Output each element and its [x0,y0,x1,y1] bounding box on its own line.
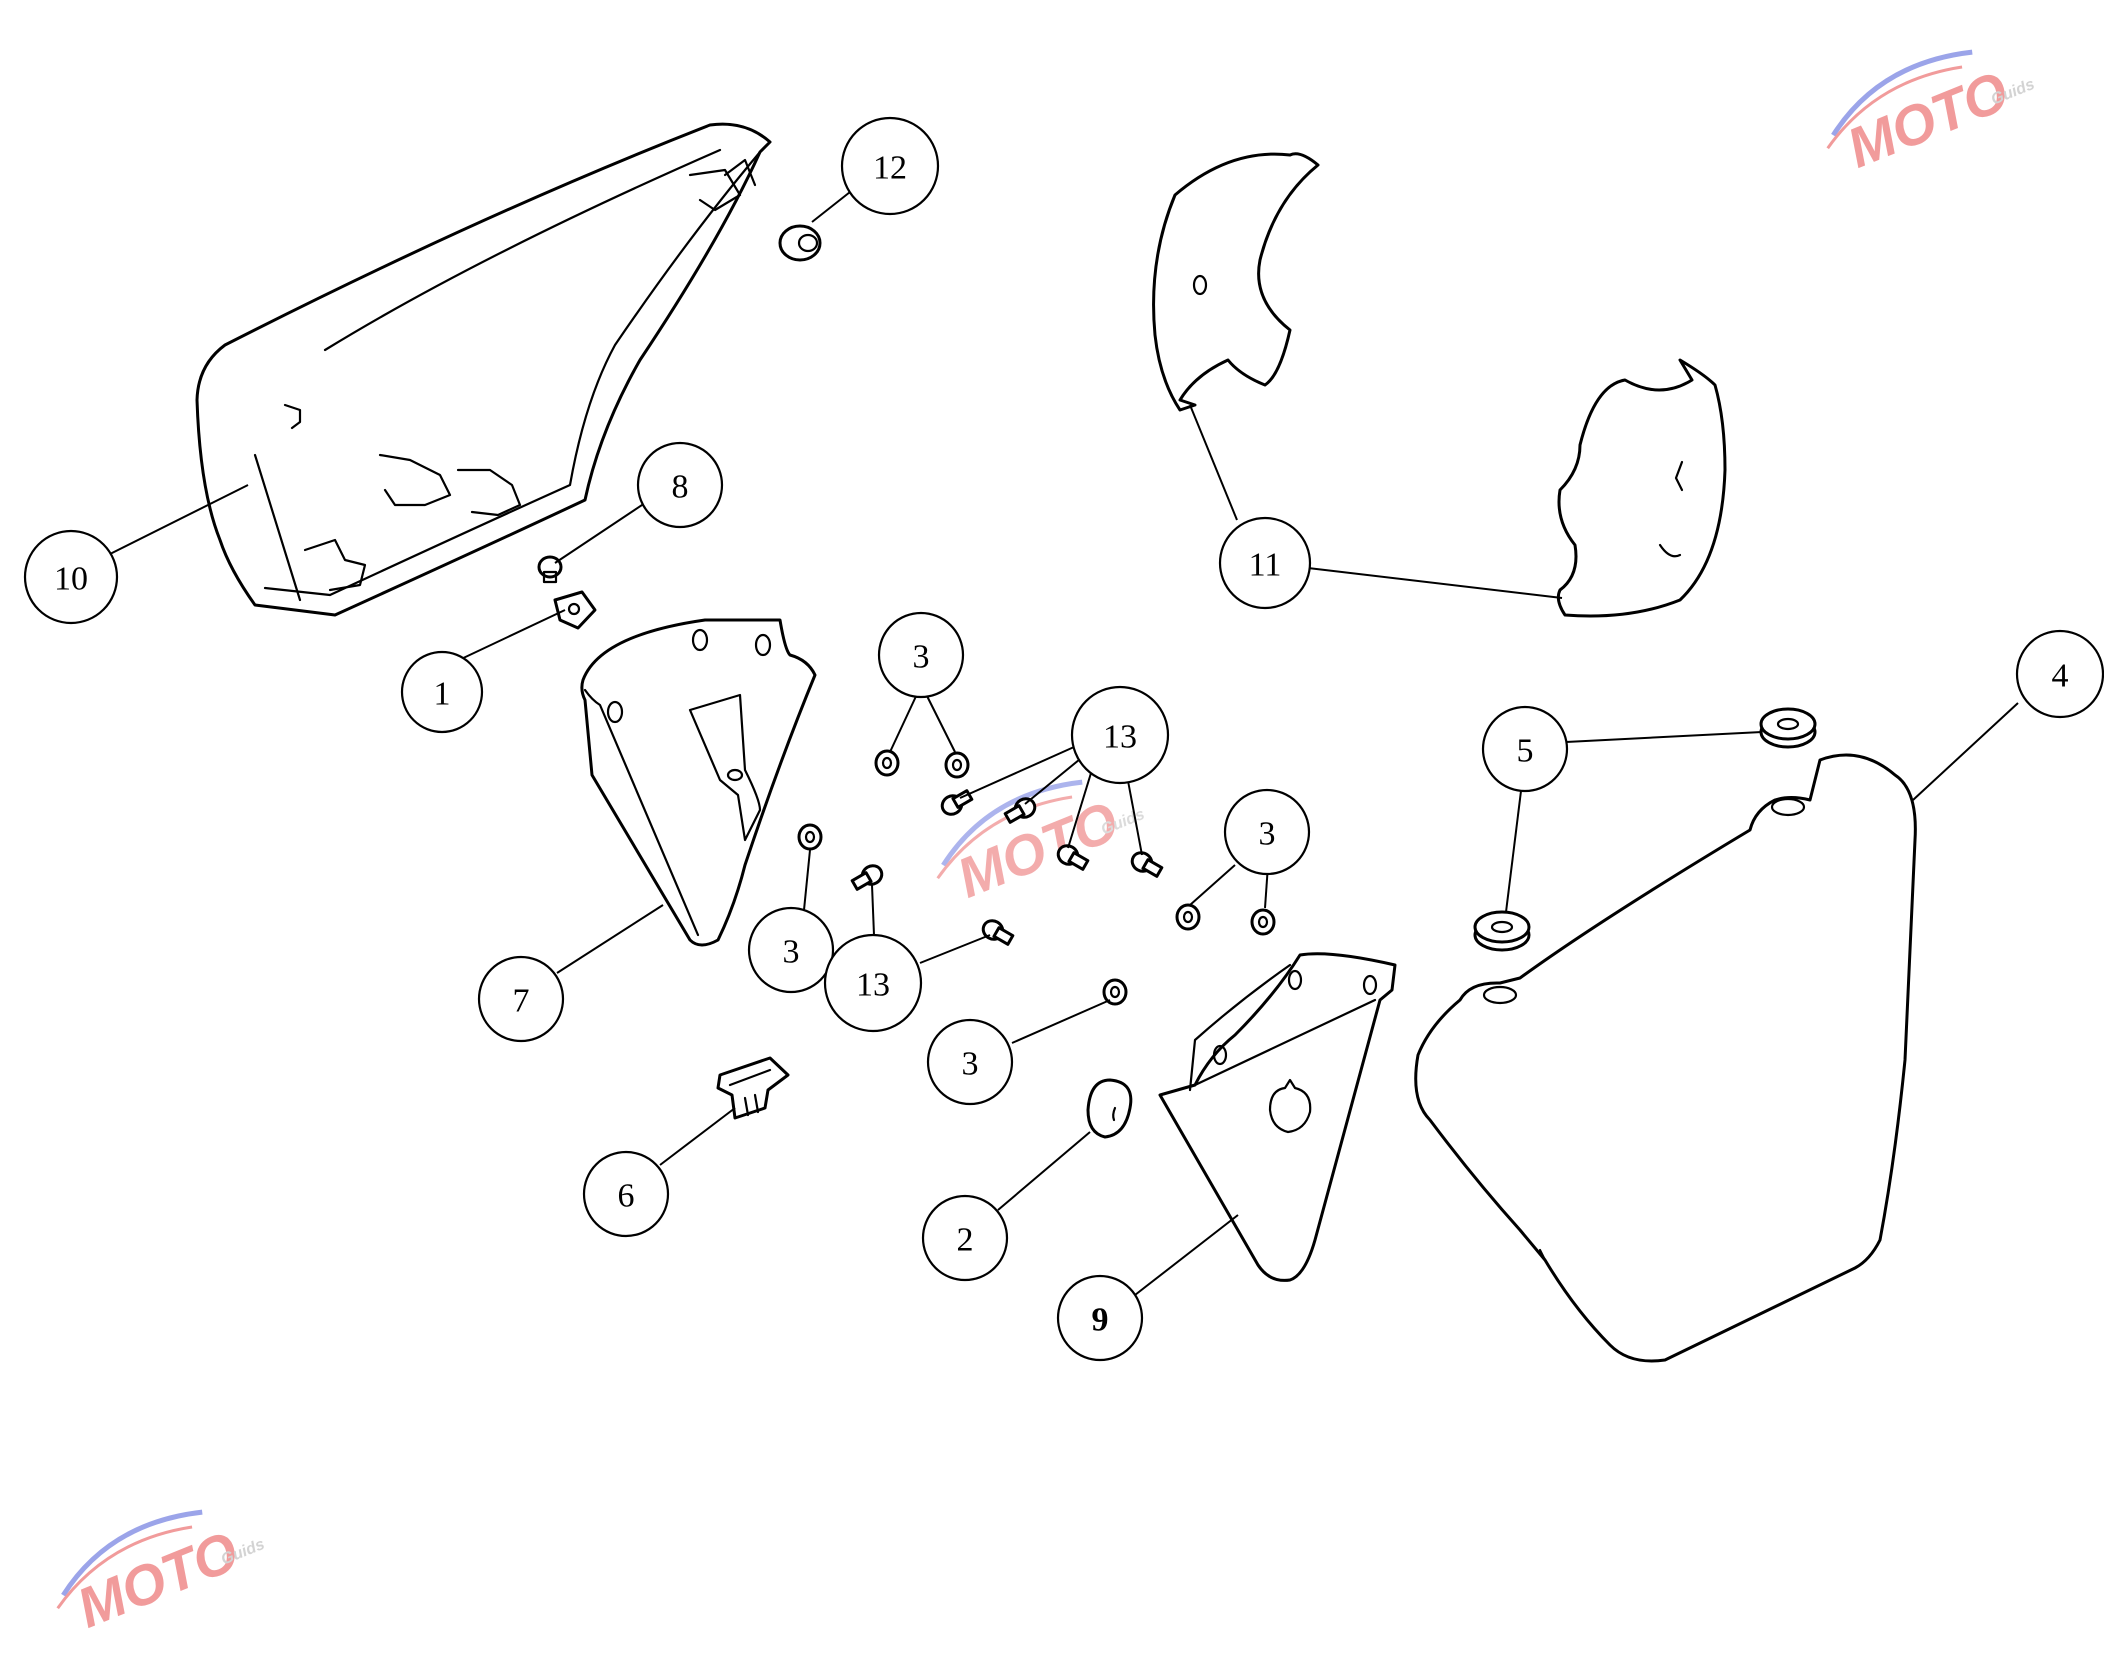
part-10-side-cover [195,122,772,617]
callout-5: 5 [1481,705,1569,793]
part-1-clip [553,590,597,630]
screw [981,919,1015,946]
callout-12: 12 [840,116,940,216]
callout-11-label: 11 [1249,547,1282,584]
washer [1175,903,1201,931]
part-5-grommet-bottom [1473,910,1531,952]
callout-10: 10 [23,529,119,625]
part-9-bracket [1158,952,1397,1282]
callout-10-label: 10 [54,561,88,598]
washer [797,823,823,851]
callout-8-label: 8 [672,469,689,506]
part-7-bracket [580,618,817,947]
callout-9: 9 [1056,1274,1144,1362]
callout-3b: 3 [1223,788,1311,876]
callout-13a: 13 [1070,685,1170,785]
part-3-washers [797,749,1276,1006]
callout-3b-label: 3 [1259,816,1276,853]
watermark-brand-text: MOTO [948,789,1126,910]
callout-3d-label: 3 [962,1046,979,1083]
callout-13b-label: 13 [856,967,890,1004]
part-5-grommet-top [1759,707,1817,749]
screw [1130,851,1164,878]
callout-3c: 3 [747,906,835,994]
watermark-brand-text: MOTO [68,1519,246,1640]
callout-2-label: 2 [957,1222,974,1259]
watermark-top-right: MOTO Guids [1826,49,2037,180]
screw [850,864,884,891]
washer [1250,908,1276,936]
screw [1003,797,1037,824]
callout-8: 8 [636,441,724,529]
callout-7: 7 [477,955,565,1043]
callout-3a: 3 [877,611,965,699]
callout-6: 6 [582,1150,670,1238]
part-2-plug-cap [1086,1078,1133,1139]
callout-1: 1 [400,650,484,734]
washer [1102,978,1128,1006]
callout-1-label: 1 [434,676,451,713]
screw [1056,844,1090,871]
part-11-upper-shell [1152,152,1320,412]
callout-3a-label: 3 [913,639,930,676]
callout-3c-label: 3 [783,934,800,971]
part-6-connector [716,1056,790,1120]
watermark-bottom-left: MOTO Guids [56,1509,267,1640]
callout-13a-label: 13 [1103,719,1137,756]
callout-13b: 13 [823,933,923,1033]
part-12-grommet [778,224,822,262]
washer [944,751,970,779]
callout-11: 11 [1218,516,1312,610]
screw [940,789,974,816]
part-4-side-panel [1414,753,1917,1363]
callout-6-label: 6 [618,1178,635,1215]
part-11-lower-shell [1556,358,1727,618]
callout-9-label: 9 [1092,1302,1109,1339]
watermark-brand-text: MOTO [1838,59,2016,180]
callout-5-label: 5 [1517,733,1534,770]
callout-4-label: 4 [2052,658,2069,695]
washer [874,749,900,777]
callout-2: 2 [921,1194,1009,1282]
callout-4: 4 [2015,629,2104,719]
callout-7-label: 7 [513,983,530,1020]
callout-12-label: 12 [873,150,907,187]
callout-3d: 3 [926,1018,1014,1106]
